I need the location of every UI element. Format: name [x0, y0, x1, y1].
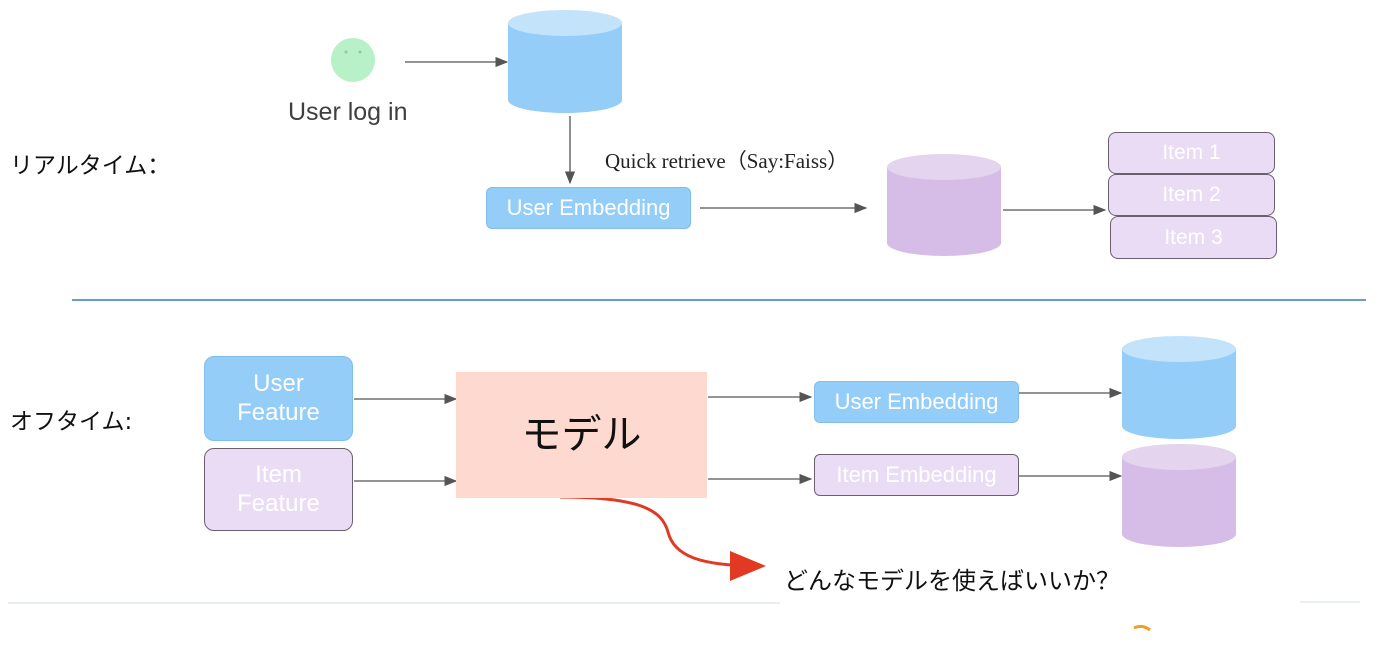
model-question-label: どんなモデルを使えばいいか？ — [784, 567, 1120, 595]
item-feature-box: Item Feature — [204, 448, 353, 531]
decorative-mark — [1133, 624, 1151, 632]
item-box-1: Item 1 — [1108, 132, 1275, 174]
realtime-section-label: リアルタイム： — [10, 153, 171, 179]
user-embedding-box: User Embedding — [486, 187, 691, 229]
database-cylinder-icon — [508, 10, 622, 113]
user-login-label: User log in — [288, 98, 408, 126]
item-box-3: Item 3 — [1110, 216, 1277, 259]
item-embedding-box: Item Embedding — [814, 454, 1019, 496]
offline-section-label: オフタイム: — [10, 409, 133, 435]
vector-index-cylinder-icon — [1122, 444, 1236, 547]
user-feature-box: User Feature — [204, 356, 353, 441]
item-box-2: Item 2 — [1108, 174, 1275, 216]
model-box: モデル — [456, 372, 707, 498]
offline-user-embedding-box: User Embedding — [814, 381, 1019, 423]
vector-index-cylinder-icon — [887, 154, 1001, 256]
arrow-model-to-question — [559, 495, 766, 581]
smiley-face-icon — [331, 38, 375, 82]
database-cylinder-icon — [1122, 336, 1236, 439]
quick-retrieve-label: Quick retrieve（Say:Faiss） — [605, 149, 849, 173]
